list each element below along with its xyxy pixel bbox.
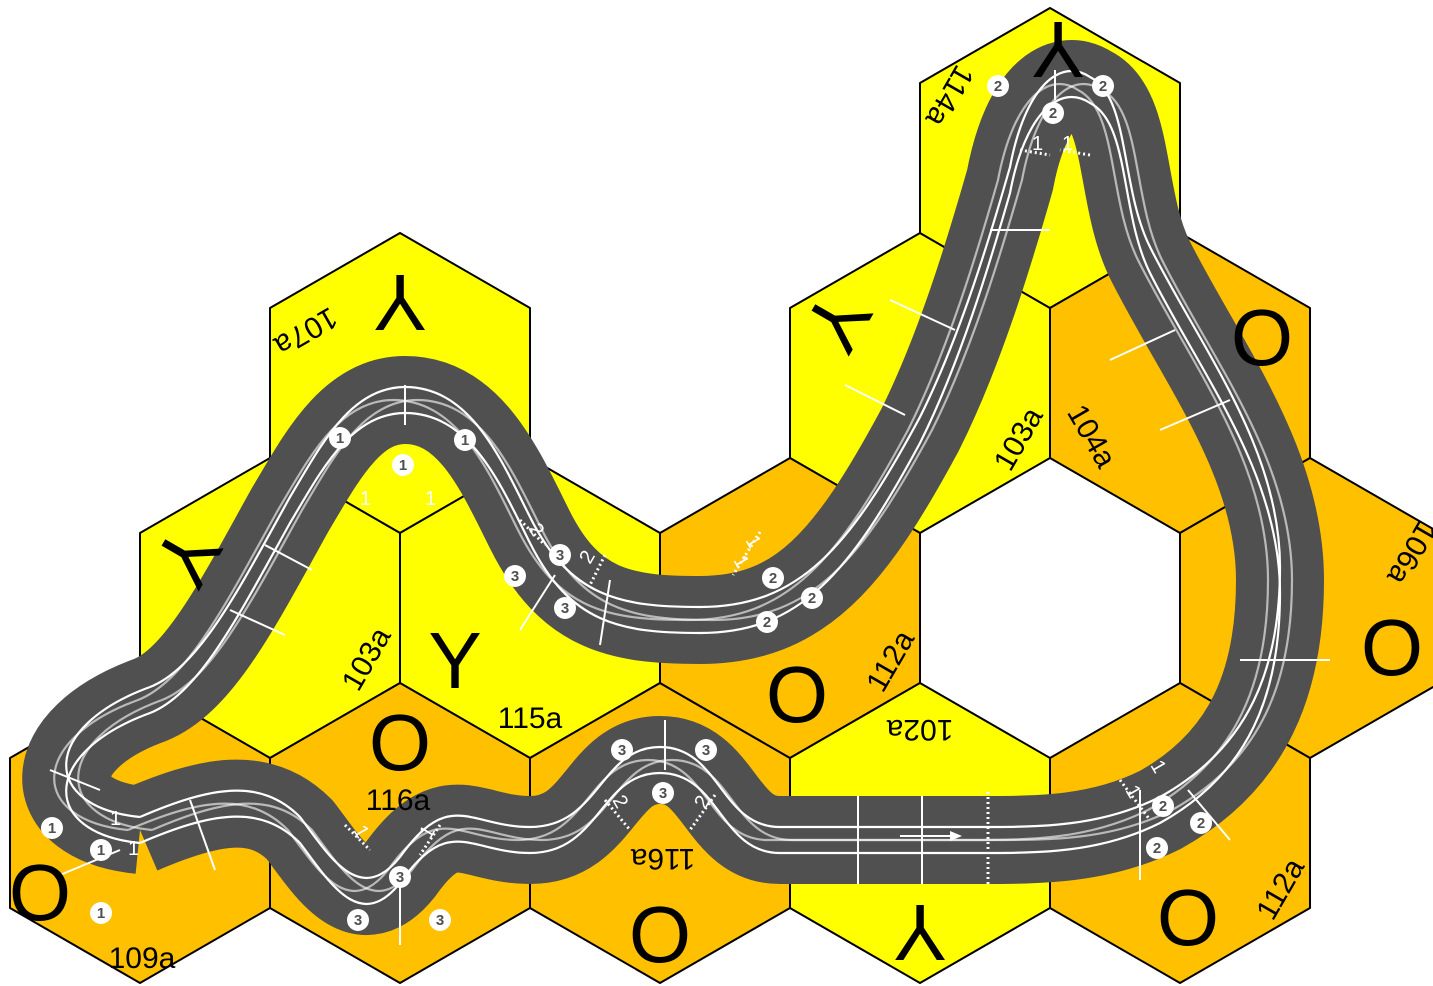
svg-text:3: 3 — [511, 568, 519, 585]
svg-text:3: 3 — [436, 912, 444, 929]
svg-text:1: 1 — [461, 432, 469, 449]
lane-badge: 1 — [392, 454, 414, 476]
zone-letter: O — [1231, 293, 1293, 382]
lane-badge: 2 — [987, 75, 1009, 97]
svg-text:3: 3 — [618, 742, 626, 759]
svg-text:1: 1 — [399, 457, 407, 474]
svg-text:1: 1 — [97, 842, 105, 859]
lane-badge: 2 — [801, 587, 823, 609]
tile-id-label: 109a — [109, 942, 176, 975]
lane-badge: 2 — [1042, 102, 1064, 124]
svg-text:1: 1 — [97, 905, 105, 922]
zone-letter: Y — [373, 258, 426, 347]
lane-badge: 3 — [504, 565, 526, 587]
tile-id-label: 102a — [886, 713, 953, 746]
svg-text:2: 2 — [994, 78, 1002, 95]
svg-text:3: 3 — [702, 742, 710, 759]
lane-badge: 3 — [347, 909, 369, 931]
svg-text:2: 2 — [808, 590, 816, 607]
svg-text:3: 3 — [561, 600, 569, 617]
svg-text:3: 3 — [396, 869, 404, 886]
lane-badge: 1 — [454, 429, 476, 451]
svg-text:2: 2 — [769, 570, 777, 587]
start-number: 1 — [360, 488, 371, 510]
lane-badge: 2 — [762, 567, 784, 589]
lane-badge: 2 — [1092, 75, 1114, 97]
zone-letter: O — [369, 698, 431, 787]
svg-text:2: 2 — [763, 614, 771, 631]
svg-text:2: 2 — [1153, 840, 1161, 857]
zone-letter: Y — [428, 616, 481, 705]
lane-badge: 3 — [611, 739, 633, 761]
svg-text:2: 2 — [1049, 105, 1057, 122]
tile-id-label: 116a — [366, 784, 431, 817]
lane-badge: 1 — [41, 817, 63, 839]
zone-letter: O — [766, 650, 828, 739]
lane-badge: 3 — [549, 544, 571, 566]
zone-letter: O — [9, 848, 71, 937]
start-number: 1 — [128, 838, 139, 860]
svg-text:3: 3 — [354, 912, 362, 929]
lane-badge: 3 — [429, 909, 451, 931]
svg-text:1: 1 — [336, 430, 344, 447]
lane-badge: 2 — [1190, 812, 1212, 834]
svg-text:2: 2 — [1159, 798, 1167, 815]
zone-letter: O — [1361, 603, 1423, 692]
zone-letter: Y — [893, 888, 946, 977]
start-number: 1 — [425, 488, 436, 510]
lane-badge: 3 — [389, 866, 411, 888]
start-number: 1 — [110, 808, 121, 830]
zone-letter: O — [1157, 873, 1219, 962]
tile-id-label: 116a — [630, 842, 695, 875]
lane-badge: 1 — [90, 902, 112, 924]
lane-badge: 3 — [554, 597, 576, 619]
lane-badge: 2 — [1146, 837, 1168, 859]
start-number: 1 — [1062, 133, 1073, 155]
zone-letter: O — [629, 890, 691, 979]
start-number: 1 — [1032, 133, 1043, 155]
lane-badge: 3 — [652, 782, 674, 804]
lane-badge: 1 — [329, 427, 351, 449]
lane-badge: 1 — [90, 839, 112, 861]
lane-badge: 3 — [695, 739, 717, 761]
svg-text:2: 2 — [1197, 815, 1205, 832]
svg-text:3: 3 — [556, 547, 564, 564]
lane-badge: 2 — [1152, 795, 1174, 817]
tile-id-label: 115a — [498, 702, 563, 735]
lane-badge: 2 — [756, 611, 778, 633]
zone-letter: Y — [1031, 5, 1084, 94]
svg-text:3: 3 — [659, 785, 667, 802]
svg-text:1: 1 — [48, 820, 56, 837]
svg-text:2: 2 — [1099, 78, 1107, 95]
